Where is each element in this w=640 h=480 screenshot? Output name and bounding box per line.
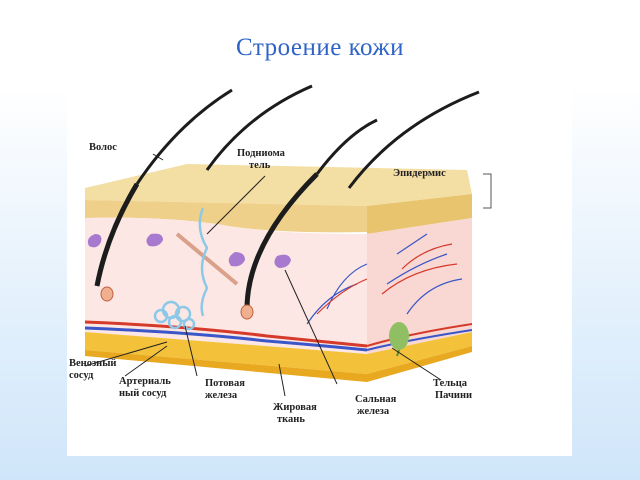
skin-diagram: Волос Подниома тель Эпидермис Венозный с… xyxy=(67,84,572,456)
label-pacini-line2: Пачини xyxy=(435,390,472,401)
label-muscle-line2: тель xyxy=(249,160,271,171)
capillary-network-blue xyxy=(306,233,463,325)
sebaceous-gland-2 xyxy=(146,233,163,247)
label-sebaceous-line1: Сальная xyxy=(355,394,397,405)
label-vein-line1: Венозный xyxy=(69,358,116,369)
label-epidermis: Эпидермис xyxy=(393,168,446,179)
sebaceous-gland-1 xyxy=(87,234,102,248)
label-leaders xyxy=(84,153,442,397)
label-hair: Волос xyxy=(89,142,117,153)
epidermis-top xyxy=(85,164,472,206)
epidermis-front xyxy=(85,200,367,233)
label-muscle-line1: Подниома xyxy=(237,148,286,159)
vein-branch xyxy=(366,329,473,351)
label-sweat-line1: Потовая xyxy=(205,378,245,389)
artery-vessel xyxy=(84,320,368,348)
label-vein-line2: сосуд xyxy=(69,370,94,381)
page-title: Строение кожи xyxy=(236,34,404,61)
hair-shaft-1 xyxy=(135,88,233,185)
artery-branch xyxy=(366,323,473,347)
label-sweat-line2: железа xyxy=(205,390,238,401)
hair-bulb-2 xyxy=(240,304,254,320)
pacinian-corpuscle xyxy=(389,322,409,350)
capillary-network-red xyxy=(316,243,458,315)
hair-shaft-4 xyxy=(347,90,480,189)
sweat-gland-coil xyxy=(153,300,196,331)
hair-bulb-1 xyxy=(100,286,114,302)
fat-layer xyxy=(85,332,472,374)
epidermis-bracket xyxy=(483,173,492,209)
sweat-gland-duct xyxy=(198,207,209,317)
label-sebaceous-line2: железа xyxy=(357,406,390,417)
label-artery-line1: Артериаль xyxy=(119,376,171,387)
dermis-side xyxy=(367,218,472,354)
label-fat-line1: Жировая xyxy=(273,402,317,413)
label-artery-line2: ный сосуд xyxy=(119,388,167,399)
fat-layer-edge xyxy=(85,346,472,382)
hair-shaft-2 xyxy=(205,84,313,171)
label-fat-line2: ткань xyxy=(277,414,305,425)
hair-shaft-3 xyxy=(315,118,378,175)
hair-follicle-2 xyxy=(244,172,319,310)
arrector-pili-muscle xyxy=(175,232,239,286)
sebaceous-gland-4 xyxy=(274,254,291,268)
epidermis-side xyxy=(367,194,472,234)
hair-follicle-1 xyxy=(94,182,140,287)
skin-illustration: Волос Подниома тель Эпидермис Венозный с… xyxy=(69,84,492,425)
pacinian-nerve xyxy=(396,349,400,357)
dermis-front xyxy=(85,217,367,354)
sebaceous-gland-3 xyxy=(228,252,245,267)
label-pacini-line1: Тельца xyxy=(433,378,468,389)
vein-vessel xyxy=(84,326,368,352)
